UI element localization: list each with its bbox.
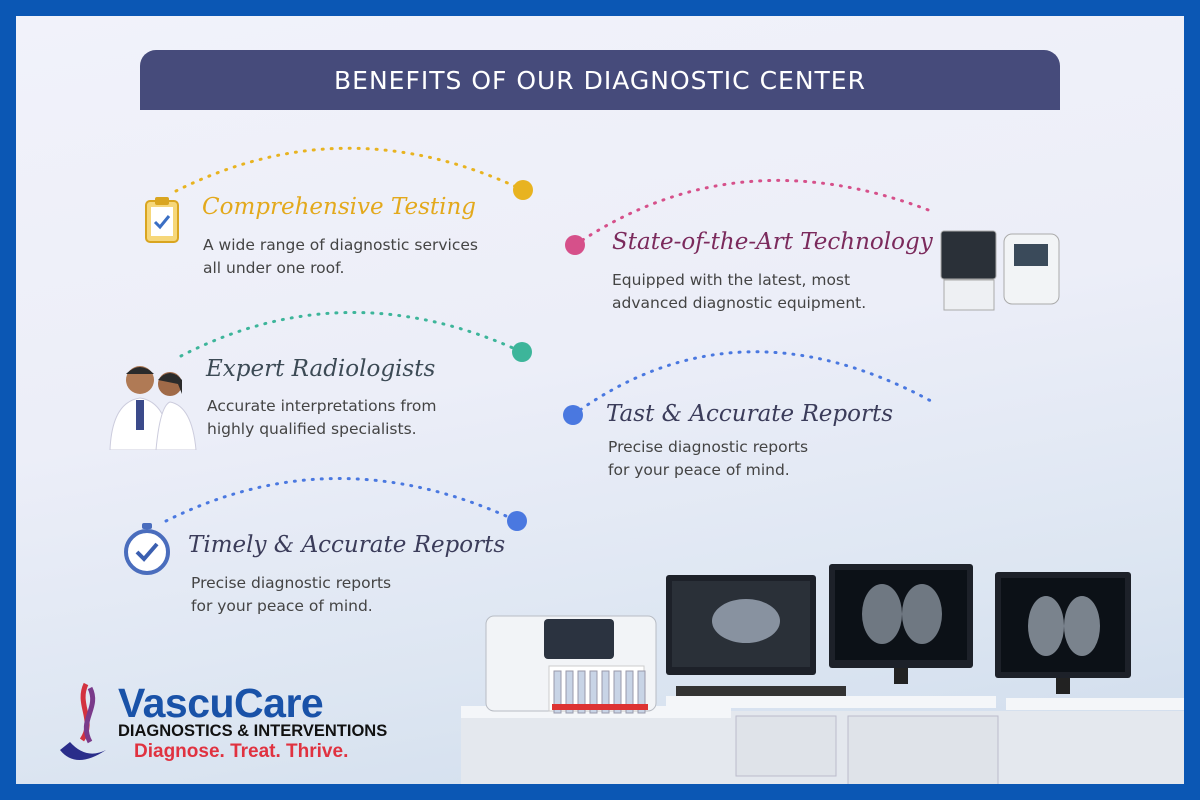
desc-line: for your peace of mind. (608, 461, 790, 479)
page-title: BENEFITS OF OUR DIAGNOSTIC CENTER (140, 50, 1060, 110)
desc-line: Equipped with the latest, most (612, 271, 851, 289)
arc-radiologists (179, 311, 524, 358)
benefit-desc-tast: Precise diagnostic reports for your peac… (608, 436, 938, 482)
benefit-title-comprehensive: Comprehensive Testing (202, 194, 477, 220)
desc-line: A wide range of diagnostic services (203, 236, 478, 254)
desc-line: for your peace of mind. (191, 597, 373, 615)
desc-line: advanced diagnostic equipment. (612, 294, 867, 312)
dot-technology (565, 235, 585, 255)
benefit-title-technology: State-of-the-Art Technology (612, 229, 933, 255)
benefit-desc-radiologists: Accurate interpretations from highly qua… (207, 395, 537, 441)
benefit-title-timely: Timely & Accurate Reports (188, 532, 506, 558)
benefit-desc-comprehensive: A wide range of diagnostic services all … (203, 234, 533, 280)
dot-radiologists (512, 342, 532, 362)
dot-tast (563, 405, 583, 425)
logo-mark-icon (60, 682, 106, 760)
stopwatch-icon (124, 523, 170, 575)
desc-line: all under one roof. (203, 259, 345, 277)
clipboard-check-icon (145, 197, 179, 243)
medical-equipment-icon (940, 230, 1060, 311)
arc-timely (164, 477, 519, 523)
lab-equipment-illustration (461, 564, 1184, 784)
benefit-title-tast: Tast & Accurate Reports (606, 401, 894, 427)
benefit-desc-technology: Equipped with the latest, most advanced … (612, 269, 942, 315)
doctors-icon (109, 366, 197, 450)
benefit-desc-timely: Precise diagnostic reports for your peac… (191, 572, 521, 618)
logo-subtitle: DIAGNOSTICS & INTERVENTIONS (118, 722, 388, 740)
arc-tast (571, 350, 933, 417)
dotted-arcs (164, 146, 1184, 784)
dot-timely (507, 511, 527, 531)
logo-tagline: Diagnose. Treat. Thrive. (134, 741, 349, 762)
logo-brand: VascuCare (118, 680, 324, 726)
desc-line: Precise diagnostic reports (608, 438, 809, 456)
desc-line: highly qualified specialists. (207, 420, 417, 438)
dot-comprehensive (513, 180, 533, 200)
desc-line: Accurate interpretations from (207, 397, 437, 415)
infographic: BENEFITS OF OUR DIAGNOSTIC CENTER (16, 16, 1184, 784)
desc-line: Precise diagnostic reports (191, 574, 392, 592)
benefit-title-radiologists: Expert Radiologists (206, 356, 436, 382)
arc-comprehensive (174, 146, 525, 193)
